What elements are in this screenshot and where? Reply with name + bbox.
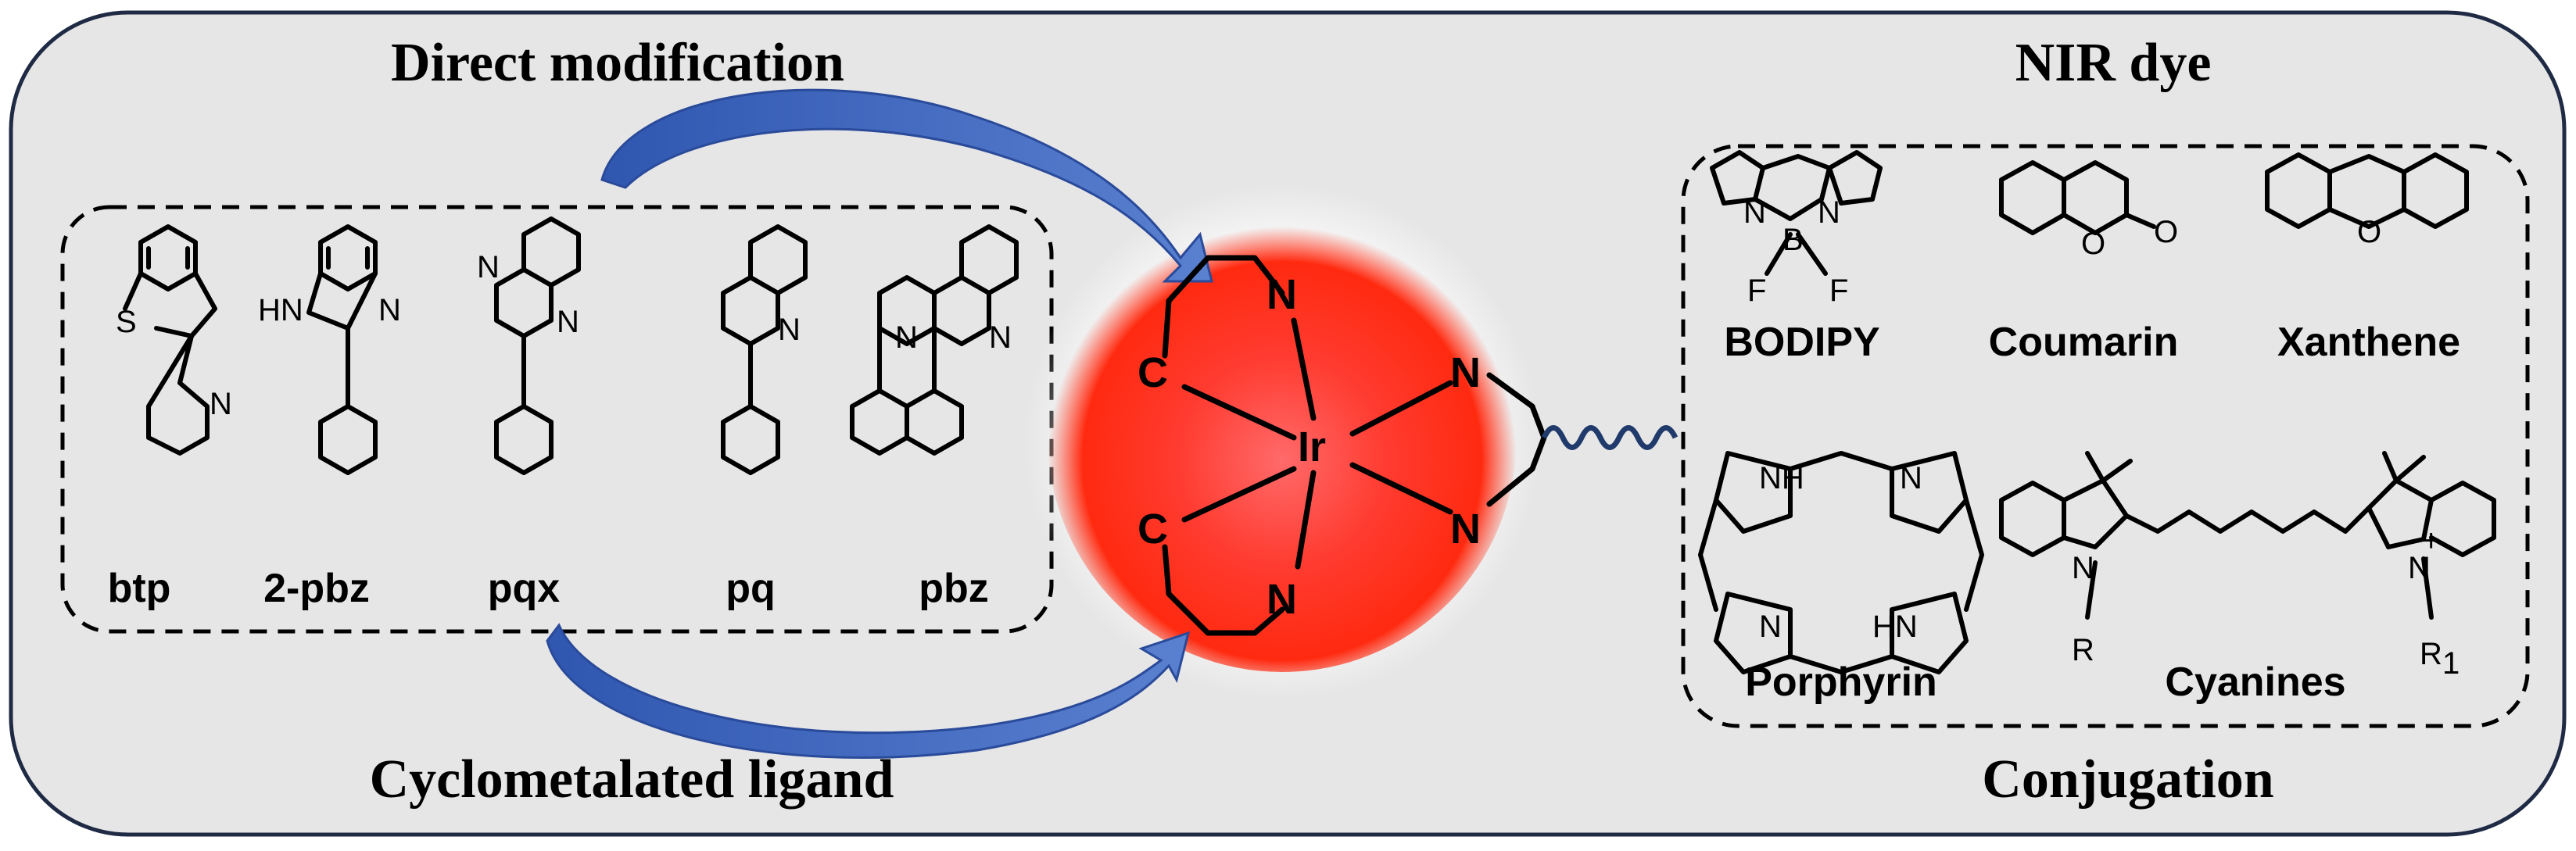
dye-cyanines-label: Cyanines [2165,660,2345,705]
ligand-2-pbz-label: 2-pbz [263,566,370,611]
atom-r1: R [2420,637,2442,671]
ir-complex: C N C N Ir N N [1138,255,1679,636]
atom-ir: Ir [1298,424,1326,470]
ligand-btp: S N [116,224,232,456]
atom-n: N [1818,195,1840,230]
atom-n-lower: N [1267,576,1297,623]
atom-n: N [557,305,579,339]
atom-hn: HN [258,293,303,327]
dye-xanthene-label: Xanthene [2277,320,2460,365]
heading-nir-dye: NIR dye [2015,33,2212,93]
ligand-pq-label: pq [726,566,776,611]
atom-n-upper: N [1267,271,1297,318]
atom-c-upper: C [1138,349,1168,396]
ligand-pbz-label: pbz [919,566,989,611]
atom-n: N [1759,610,1782,644]
dye-coumarin: O O [1999,160,2178,261]
dye-group-box [1681,144,2530,728]
atom-n: N [2072,551,2094,585]
ligand-pq: N [721,224,808,475]
atom-r: R [2072,633,2094,667]
dye-porphyrin-label: Porphyrin [1745,660,1937,705]
atom-n-right-lower: N [1450,506,1481,552]
atom-n-plus: N [2408,551,2431,585]
atom-hn: HN [1872,610,1918,644]
heading-cyclometalated-ligand: Cyclometalated ligand [370,749,894,810]
atom-n: N [477,250,500,284]
dye-cyanines: N R N + R 1 [1999,451,2496,681]
ligand-pbz: N N [850,224,1019,456]
ligand-2-pbz: HN N [258,224,401,475]
atom-n: N [778,313,801,347]
heading-conjugation: Conjugation [1982,749,2273,810]
atom-o: O [2081,227,2105,261]
atom-n: N [210,387,232,421]
atom-n: N [378,293,401,327]
atom-n-right-upper: N [1450,349,1481,396]
heading-direct-modification: Direct modification [391,33,844,93]
atom-n: N [895,320,918,355]
atom-n: N [989,320,1012,355]
dye-coumarin-label: Coumarin [1989,320,2179,365]
dye-bodipy: N N B F F [1710,150,1883,308]
arrow-cyclometalated [546,623,1191,759]
atom-nh: NH [1759,461,1804,495]
atom-f: F [1829,274,1848,308]
atom-b: B [1782,223,1804,257]
atom-c-lower: C [1138,506,1168,552]
atom-r1-subscript: 1 [2442,646,2460,681]
atom-o: O [2357,215,2381,249]
atom-s: S [116,305,137,339]
atom-o: O [2154,215,2178,249]
wavy-linker [1541,425,1679,450]
ligand-pqx-label: pqx [488,566,561,611]
atom-n: N [1743,195,1766,230]
atom-f: F [1747,274,1766,308]
ligand-btp-label: btp [108,566,171,611]
charge-plus: + [2422,524,2440,558]
dye-porphyrin: NH N N HN [1698,451,1984,674]
dye-bodipy-label: BODIPY [1724,320,1879,365]
atom-n: N [1900,461,1922,495]
ligand-pqx: N N [477,216,581,475]
dye-xanthene: O [2265,152,2469,249]
arrow-direct-modification [600,88,1213,283]
